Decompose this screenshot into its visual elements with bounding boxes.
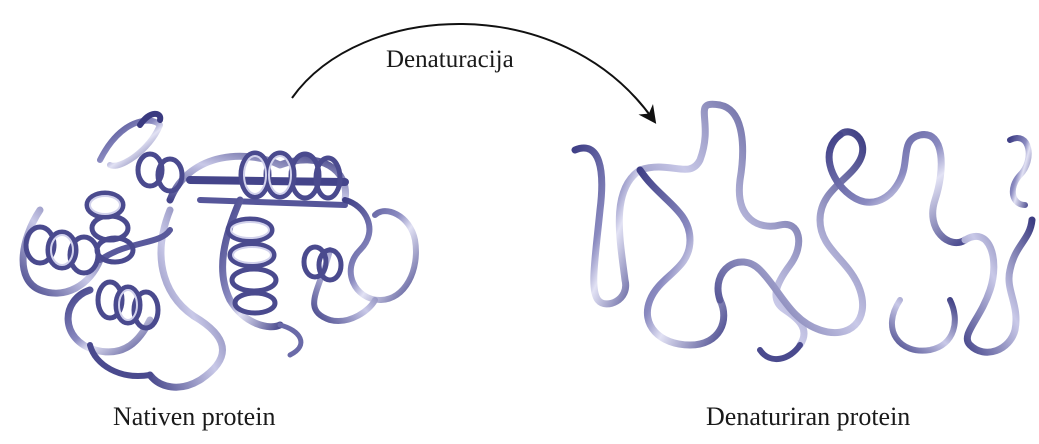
native-protein-structure	[23, 114, 416, 387]
native-protein-label: Nativen protein	[113, 402, 275, 432]
denaturation-label: Denaturacija	[386, 46, 514, 74]
denatured-protein-structure	[575, 104, 1032, 359]
denatured-protein-label: Denaturiran protein	[706, 402, 910, 432]
